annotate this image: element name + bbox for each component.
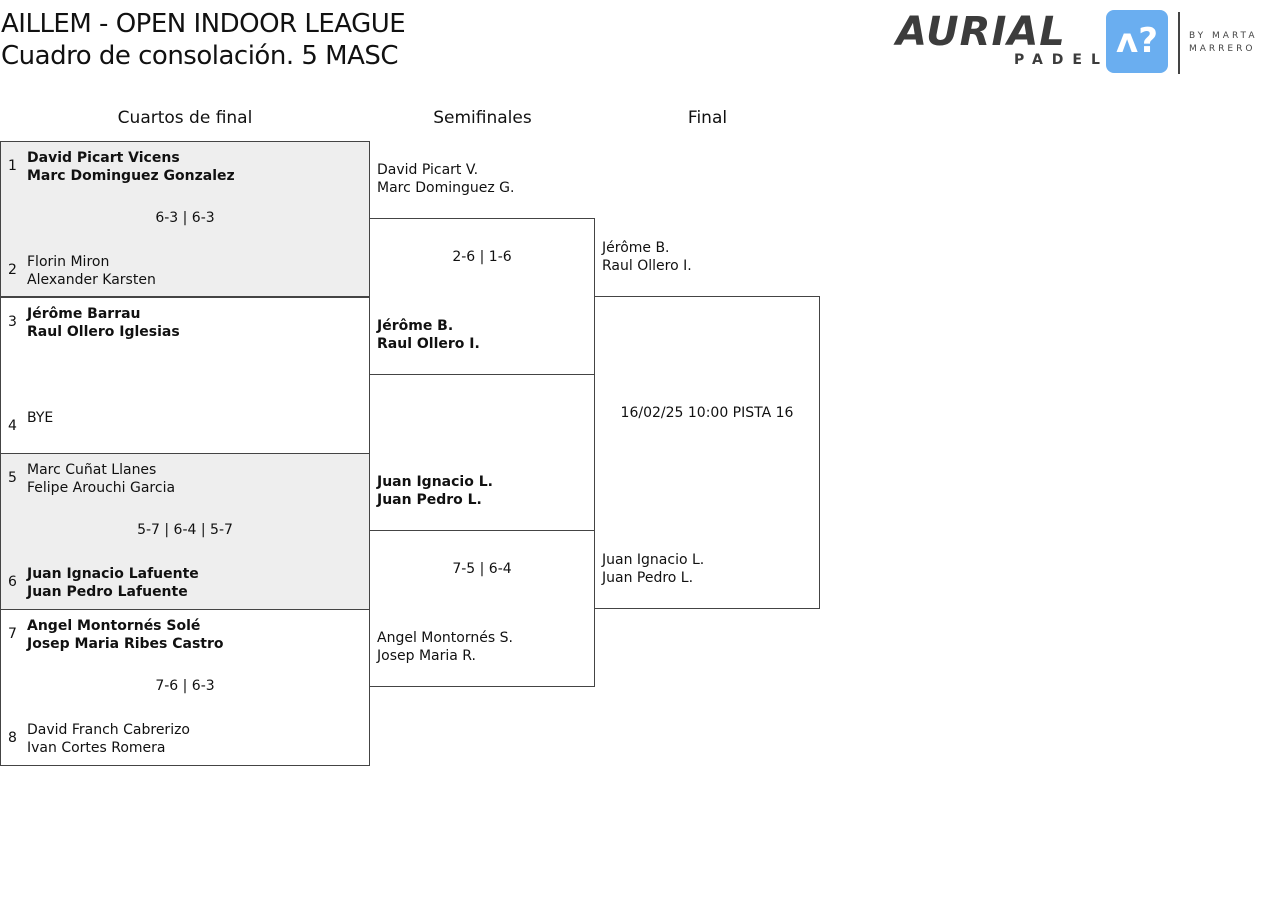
- page-title: AILLEM - OPEN INDOOR LEAGUE Cuadro de co…: [1, 8, 406, 72]
- round-header-semifinals: Semifinales: [433, 108, 532, 128]
- player-name: David Picart Vicens: [27, 150, 180, 166]
- player-name: Marc Cuñat Llanes: [27, 462, 157, 478]
- seed-number: 6: [8, 574, 17, 590]
- round-header-quarterfinals: Cuartos de final: [117, 108, 253, 128]
- seed-number: 2: [8, 262, 17, 278]
- match-score: 7-5 | 6-4: [452, 561, 512, 577]
- player-name: Juan Pedro Lafuente: [27, 584, 188, 600]
- match-schedule: 16/02/25 10:00 PISTA 16: [620, 405, 794, 421]
- seed-number: 7: [8, 626, 17, 642]
- player-name: Raul Ollero Iglesias: [27, 324, 180, 340]
- seed-number: 8: [8, 730, 17, 746]
- seed-number: 5: [8, 470, 17, 486]
- player-name: Marc Dominguez Gonzalez: [27, 168, 235, 184]
- team-winner: Juan Ignacio L.Juan Pedro L.: [377, 474, 493, 508]
- logo-sub: PADEL: [1014, 52, 1109, 68]
- match-score: 5-7 | 6-4 | 5-7: [137, 522, 233, 538]
- team: Juan Ignacio L.Juan Pedro L.: [602, 552, 705, 586]
- draw-title: Cuadro de consolación. 5 MASC: [1, 41, 399, 71]
- seed-number: 4: [8, 418, 17, 434]
- player-name: Alexander Karsten: [27, 272, 156, 288]
- tournament-title: AILLEM - OPEN INDOOR LEAGUE: [1, 9, 406, 39]
- team-winner: Jérôme B.Raul Ollero I.: [377, 318, 480, 352]
- logo-ap-icon: ʌ?: [1106, 10, 1168, 73]
- player-name: BYE: [27, 410, 54, 426]
- team: David Picart V.Marc Dominguez G.: [377, 162, 515, 196]
- match-score: 2-6 | 1-6: [452, 249, 512, 265]
- team: Angel Montornés S.Josep Maria R.: [377, 630, 513, 664]
- logo-by: BY MARTA MARRERO: [1189, 31, 1258, 54]
- team: BYE: [27, 409, 53, 427]
- match-score: 7-6 | 6-3: [155, 678, 215, 694]
- aurial-padel-logo: AURIAL PADEL ʌ? BY MARTA MARRERO: [896, 10, 1270, 75]
- player-name: Josep Maria Ribes Castro: [27, 636, 224, 652]
- match-score: 6-3 | 6-3: [155, 210, 215, 226]
- seed-number: 3: [8, 314, 17, 330]
- player-name: Florin Miron: [27, 254, 110, 270]
- player-name: Ivan Cortes Romera: [27, 740, 166, 756]
- player-name: Felipe Arouchi Garcia: [27, 480, 176, 496]
- seed-number: 1: [8, 158, 17, 174]
- player-name: Angel Montornés Solé: [27, 618, 201, 634]
- player-name: David Franch Cabrerizo: [27, 722, 190, 738]
- round-header-final: Final: [687, 108, 728, 128]
- player-name: Jérôme Barrau: [27, 306, 141, 322]
- player-name: Juan Ignacio Lafuente: [27, 566, 199, 582]
- logo-divider: [1178, 12, 1180, 74]
- team: Jérôme B.Raul Ollero I.: [602, 240, 692, 274]
- logo-brand: AURIAL: [896, 9, 1066, 55]
- final-match: 16/02/25 10:00 PISTA 16: [594, 296, 820, 609]
